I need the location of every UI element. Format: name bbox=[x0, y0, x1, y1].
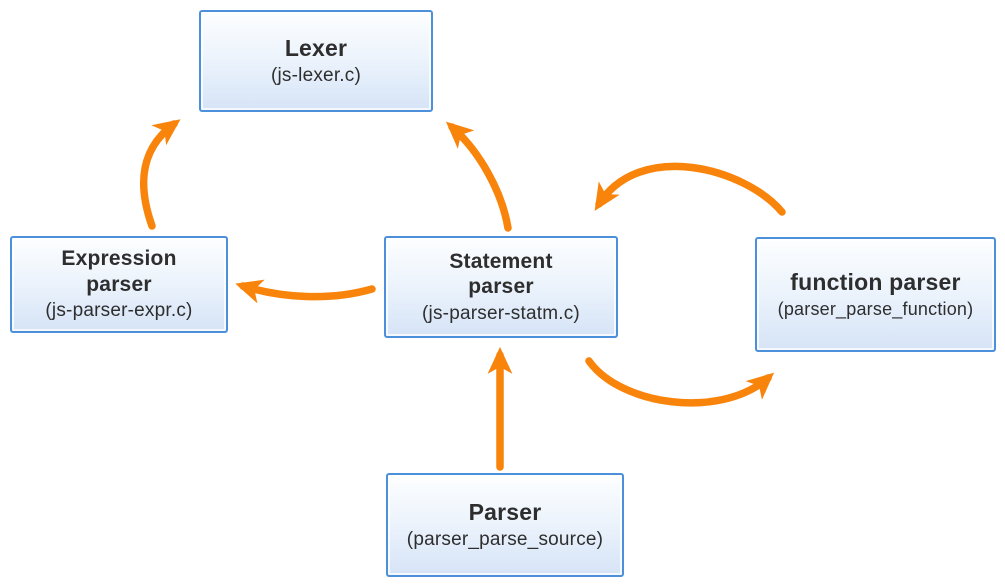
node-function-parser-title: function parser bbox=[790, 269, 961, 296]
edge-statement-to-function-arrow bbox=[585, 357, 775, 407]
edge-function-to-statement-arrow bbox=[594, 162, 786, 216]
node-function-parser: function parser (parser_parse_function) bbox=[755, 237, 996, 352]
node-parser-subtitle: (parser_parse_source) bbox=[406, 529, 604, 551]
edge-expression-to-lexer-arrow bbox=[139, 119, 181, 230]
node-statement-parser-title: Statement parser bbox=[449, 249, 553, 299]
node-function-parser-subtitle: (parser_parse_function) bbox=[777, 299, 974, 320]
node-parser: Parser (parser_parse_source) bbox=[386, 473, 624, 577]
edge-statement-to-expression-arrow bbox=[235, 279, 376, 304]
node-expression-parser: Expression parser (js-parser-expr.c) bbox=[10, 236, 228, 333]
node-statement-parser-subtitle: (js-parser-statm.c) bbox=[422, 302, 580, 324]
node-lexer: Lexer (js-lexer.c) bbox=[199, 10, 433, 112]
node-expression-parser-title: Expression parser bbox=[61, 247, 177, 296]
node-lexer-subtitle: (js-lexer.c) bbox=[270, 65, 361, 87]
node-expression-parser-subtitle: (js-parser-expr.c) bbox=[45, 300, 193, 322]
edge-statement-to-lexer-arrow bbox=[445, 121, 512, 232]
node-parser-title: Parser bbox=[468, 499, 542, 526]
node-lexer-title: Lexer bbox=[284, 35, 348, 62]
node-statement-parser: Statement parser (js-parser-statm.c) bbox=[384, 236, 618, 338]
